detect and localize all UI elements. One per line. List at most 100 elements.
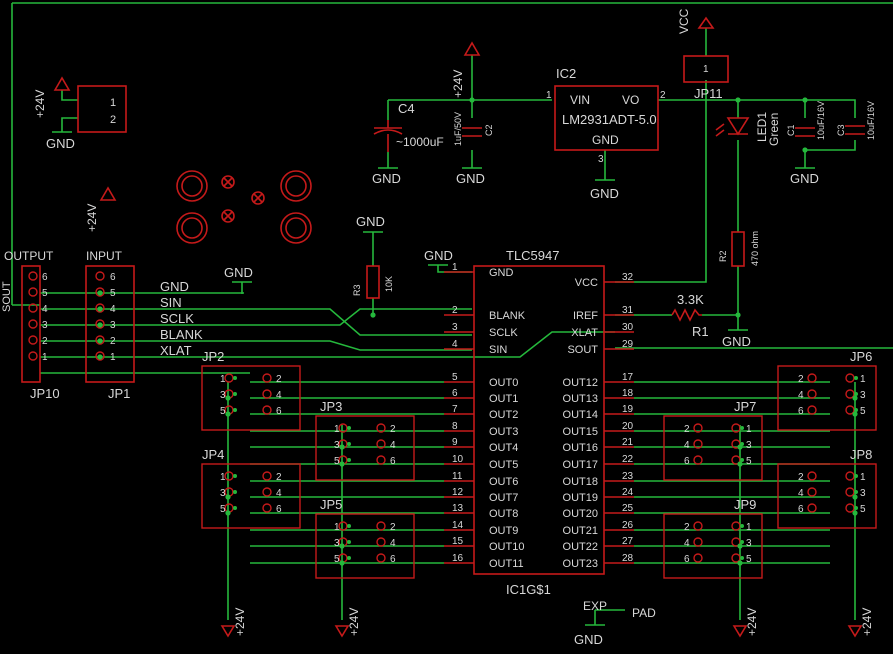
jp4-pin-4 bbox=[262, 487, 272, 497]
jp9-pin-4 bbox=[693, 537, 703, 547]
junction-dot-11 bbox=[225, 494, 231, 500]
jp9-pin-2 bbox=[693, 521, 703, 531]
input-title: INPUT bbox=[86, 249, 123, 263]
output-pin-2 bbox=[28, 335, 38, 345]
regulator-vo: VO bbox=[622, 93, 639, 107]
jp3-pin-dot-1 bbox=[347, 426, 351, 430]
regulator-part: LM2931ADT-5.0 bbox=[562, 112, 657, 127]
junction-dot-13 bbox=[339, 543, 345, 549]
jp2-pin-2 bbox=[262, 373, 272, 383]
jp2-pin-num-3: 3 bbox=[220, 390, 226, 401]
jp5-body bbox=[315, 513, 415, 579]
jp5-pin-2 bbox=[376, 521, 386, 531]
output-pin-num-2: 2 bbox=[42, 336, 48, 347]
tlc-pin-name-out20: OUT20 bbox=[563, 508, 598, 520]
jp11-connector bbox=[683, 55, 729, 83]
jp2-pin-num-5: 5 bbox=[220, 406, 226, 417]
junction-dot-12 bbox=[225, 510, 231, 516]
jp7-body bbox=[663, 415, 763, 481]
jp8-label: JP8 bbox=[850, 447, 872, 462]
input-pin-num-4: 4 bbox=[110, 304, 116, 315]
jp4-pin-1 bbox=[224, 471, 234, 481]
output-pin-num-4: 4 bbox=[42, 304, 48, 315]
bottom-v24-arrow-1 bbox=[220, 625, 236, 638]
tlc-pin-name-iref: IREF bbox=[573, 310, 598, 322]
tlc-pin-name-out18: OUT18 bbox=[563, 476, 598, 488]
regulator-name: IC2 bbox=[556, 66, 576, 81]
tlc-pin-name-out21: OUT21 bbox=[563, 525, 598, 537]
junction-dot-9 bbox=[339, 444, 345, 450]
jp2-pin-1 bbox=[224, 373, 234, 383]
tlc-pin-num-4: 4 bbox=[452, 339, 458, 350]
jp8-pin-3 bbox=[845, 487, 855, 497]
tlc-pin-num-7: 7 bbox=[452, 404, 458, 415]
jp5-pin-num-3: 3 bbox=[334, 538, 340, 549]
tlc-pin-num-27: 27 bbox=[622, 536, 634, 547]
jp3-pin-dot-5 bbox=[347, 458, 351, 462]
tlc-pin-name-vcc: VCC bbox=[575, 277, 598, 289]
r2-value: 470 ohm bbox=[750, 231, 760, 266]
tlc-pin-num-22: 22 bbox=[622, 454, 634, 465]
jp4-pin-num-2: 2 bbox=[276, 472, 282, 483]
bottom-v24-arrow-3 bbox=[732, 625, 748, 638]
mounting-holes bbox=[176, 170, 312, 244]
tlc-pin-name-gnd: GND bbox=[489, 267, 514, 279]
tlc-pin-num-13: 13 bbox=[452, 503, 464, 514]
c4-name: C4 bbox=[398, 101, 415, 116]
tlc-pin-name-out10: OUT10 bbox=[489, 541, 524, 553]
r3-gnd: GND bbox=[356, 214, 385, 229]
tlc-pin-name-out2: OUT2 bbox=[489, 409, 518, 421]
jp9-pin-num-5: 5 bbox=[746, 554, 752, 565]
tlc-pin-num-11: 11 bbox=[452, 471, 463, 482]
regulator-body bbox=[554, 85, 659, 151]
jp8-pin-num-1: 1 bbox=[860, 472, 866, 483]
input-pin-num-2: 2 bbox=[110, 336, 116, 347]
jp8-pin-num-3: 3 bbox=[860, 488, 866, 499]
jp8-body bbox=[777, 463, 877, 529]
r3-name: R3 bbox=[352, 284, 362, 296]
output-pin-6 bbox=[28, 271, 38, 281]
jp3-pin-num-2: 2 bbox=[390, 424, 396, 435]
tlc-pin-name-out1: OUT1 bbox=[489, 393, 518, 405]
jp3-pin-2 bbox=[376, 423, 386, 433]
junction-dot-14 bbox=[339, 560, 345, 566]
jp7-pin-dot-5 bbox=[740, 458, 744, 462]
jp8-pin-5 bbox=[845, 503, 855, 513]
tlc5947-body bbox=[473, 265, 605, 575]
junction-dot-7 bbox=[225, 395, 231, 401]
power-connector bbox=[77, 85, 127, 133]
jp5-pin-num-1: 1 bbox=[334, 522, 340, 533]
bottom-v24-arrow-2 bbox=[334, 625, 350, 638]
r3-symbol bbox=[366, 265, 380, 299]
jp10-label: JP10 bbox=[30, 386, 60, 401]
junction-dot-23 bbox=[97, 290, 103, 296]
jp8-pin-dot-1 bbox=[854, 474, 858, 478]
c4-value: ~1000uF bbox=[396, 135, 444, 149]
c2-v24: +24V bbox=[451, 70, 465, 98]
tlc-pin-name-out8: OUT8 bbox=[489, 508, 518, 520]
jp6-pin-num-5: 5 bbox=[860, 406, 866, 417]
jp4-body bbox=[201, 463, 301, 529]
jp5-pin-num-2: 2 bbox=[390, 522, 396, 533]
bottom-v24-arrow-4 bbox=[847, 625, 863, 638]
junction-dot-26 bbox=[97, 338, 103, 344]
jp6-label: JP6 bbox=[850, 349, 872, 364]
jp3-pin-4 bbox=[376, 439, 386, 449]
r1-gnd: GND bbox=[722, 334, 751, 349]
jp4-label: JP4 bbox=[202, 447, 224, 462]
tlc-pin-name-out7: OUT7 bbox=[489, 492, 518, 504]
junction-dot-3 bbox=[802, 97, 808, 103]
jp2-pin-4 bbox=[262, 389, 272, 399]
c3-symbol bbox=[845, 125, 865, 135]
input-pin-num-6: 6 bbox=[110, 272, 116, 283]
output-connector bbox=[21, 265, 41, 383]
junction-dot-15 bbox=[737, 444, 743, 450]
junction-dot-20 bbox=[852, 411, 858, 417]
jp2-pin-dot-3 bbox=[233, 392, 237, 396]
regulator-pin1: 1 bbox=[546, 90, 552, 101]
jp8-pin-2 bbox=[807, 471, 817, 481]
sout-label: SOUT bbox=[1, 281, 13, 312]
jp4-pin-num-4: 4 bbox=[276, 488, 282, 499]
output-pin-3 bbox=[28, 319, 38, 329]
